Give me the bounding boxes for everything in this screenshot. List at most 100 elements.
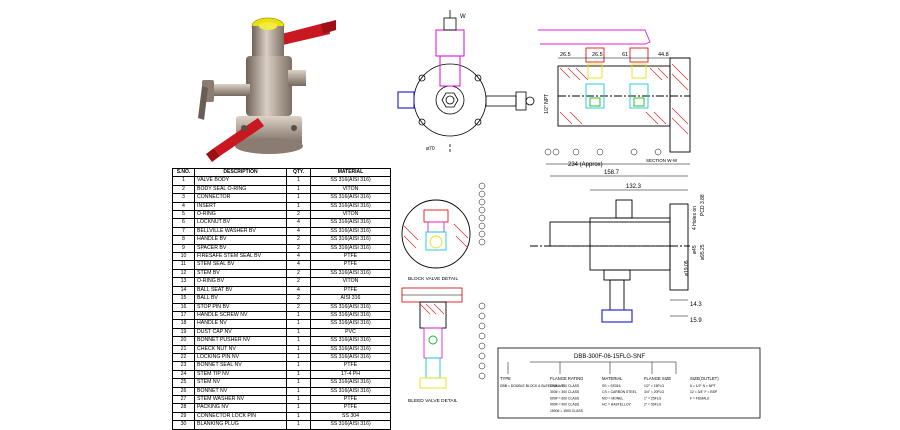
outlet-option: 12 = 3/4" F = BSP <box>690 390 718 394</box>
column-header: DESCRIPTION <box>194 167 287 178</box>
qty-cell: 4 <box>286 252 311 262</box>
material-cell: SS 316(AISI 316) <box>310 344 391 354</box>
front-view <box>397 10 535 154</box>
qty-cell: 1 <box>286 378 311 388</box>
material-option: CS = CARBON STEEL <box>602 390 637 394</box>
bleed-valve-detail <box>401 287 463 389</box>
sno-cell: 15 <box>172 294 195 304</box>
description-cell: CONNECTOR LOCK PIN <box>194 411 287 422</box>
material-cell: SS 316(AISI 316) <box>310 235 391 245</box>
sno-cell: 8 <box>172 235 195 245</box>
material-cell: PTFE <box>310 403 391 413</box>
material-option: HC = HASTELLOY <box>602 403 631 407</box>
qty-cell: 2 <box>286 294 311 304</box>
section-label: SECTION W-W <box>646 158 678 163</box>
description-cell: BELLVILLE WASHER BV <box>194 226 287 237</box>
holes-label: 4 Holes on <box>692 206 698 230</box>
qty-cell: 4 <box>286 260 311 270</box>
dim-19: ø19.05 <box>684 260 690 276</box>
sno-cell: 23 <box>172 361 195 371</box>
material-cell: SS 316(AISI 316) <box>310 336 391 346</box>
dim-14-3: 14.3 <box>690 302 702 308</box>
material-cell: PTFE <box>310 252 391 262</box>
material-cell: PTFE <box>310 285 391 296</box>
qty-cell: 1 <box>286 310 311 321</box>
material-cell: SS 316(AISI 316) <box>310 193 391 203</box>
material-cell: PTFE <box>310 361 391 371</box>
description-cell: VALVE BODY <box>194 176 287 186</box>
description-cell: BODY SEAL O-RING <box>194 184 287 195</box>
material-cell: SS 316(AISI 316) <box>310 243 391 254</box>
dim-15-9: 15.9 <box>690 318 702 324</box>
sno-cell: 24 <box>172 369 195 380</box>
d70-dim: ø70 <box>426 146 435 152</box>
dim-26-5-b: 26.5 <box>592 52 603 58</box>
qty-cell: 4 <box>286 218 311 228</box>
block-valve-detail <box>401 199 471 269</box>
qty-cell: 1 <box>286 352 311 363</box>
material-option: MO = MONEL <box>602 396 623 400</box>
qty-cell: 1 <box>286 403 311 413</box>
description-cell: STEM SEAL BV <box>194 260 287 270</box>
material-cell: SS 316(AISI 316) <box>310 268 391 279</box>
rating-option: 150# = 150 CLASS <box>550 384 580 388</box>
description-cell: HANDLE BV <box>194 235 287 245</box>
sno-cell: 10 <box>172 252 195 262</box>
engineering-drawing: ø70 W 26.5 26.5 61 44.8 234 (Approx) SEC… <box>397 10 761 419</box>
material-cell: SS 316(AISI 316) <box>310 226 391 237</box>
material-cell: SS 316(AISI 316) <box>310 176 391 186</box>
sno-cell: 2 <box>172 184 195 195</box>
sno-cell: 9 <box>172 243 195 254</box>
dim-61: 61 <box>622 52 628 58</box>
qty-cell: 2 <box>286 302 311 312</box>
dim-132-3: 132.3 <box>626 184 642 190</box>
material-cell: AISI 316 <box>310 294 391 304</box>
material-heading: MATERIAL <box>602 376 623 381</box>
rating-option: 900# = 900 CLASS <box>550 403 580 407</box>
size-option: 1" = 25FLG <box>644 396 662 400</box>
sno-cell: 3 <box>172 193 195 203</box>
sno-cell: 21 <box>172 344 195 354</box>
npt-label: 1/2" NPT <box>544 94 550 114</box>
description-cell: DUST CAP NV <box>194 327 287 338</box>
bill-of-materials-table: S.NO. DESCRIPTION QTY. MATERIAL 1 VALVE B… <box>172 167 391 430</box>
qty-cell: 1 <box>286 369 311 380</box>
sno-cell: 12 <box>172 268 195 279</box>
material-cell: PTFE <box>310 260 391 270</box>
qty-cell: 1 <box>286 336 311 346</box>
description-cell: O-RING BV <box>194 277 287 287</box>
description-cell: O-RING <box>194 210 287 220</box>
description-cell: STEM WASHER NV <box>194 394 287 405</box>
description-cell: STOP PIN BV <box>194 302 287 312</box>
qty-cell: 1 <box>286 193 311 203</box>
side-view <box>530 175 690 323</box>
description-cell: INSERT <box>194 201 287 212</box>
dim-44-8: 44.8 <box>658 52 669 58</box>
qty-cell: 1 <box>286 411 311 422</box>
table-header-row: S.NO. DESCRIPTION QTY. MATERIAL <box>172 167 391 178</box>
sno-cell: 25 <box>172 378 195 388</box>
description-cell: STEM NV <box>194 378 287 388</box>
description-cell: FIRESAFE STEM SEAL BV <box>194 252 287 262</box>
material-cell: SS 316(AISI 316) <box>310 386 391 396</box>
type-value: DBB = DOUBLE BLOCK & BLEED VALVE <box>500 384 565 388</box>
material-cell: 17-4 PH <box>310 369 391 380</box>
description-cell: CHECK NUT NV <box>194 344 287 354</box>
rating-option: 1500# = 1500 CLASS <box>550 409 584 413</box>
description-cell: PACKING NV <box>194 403 287 413</box>
description-cell: STEM TIP NV <box>194 369 287 380</box>
material-cell: PTFE <box>310 394 391 405</box>
